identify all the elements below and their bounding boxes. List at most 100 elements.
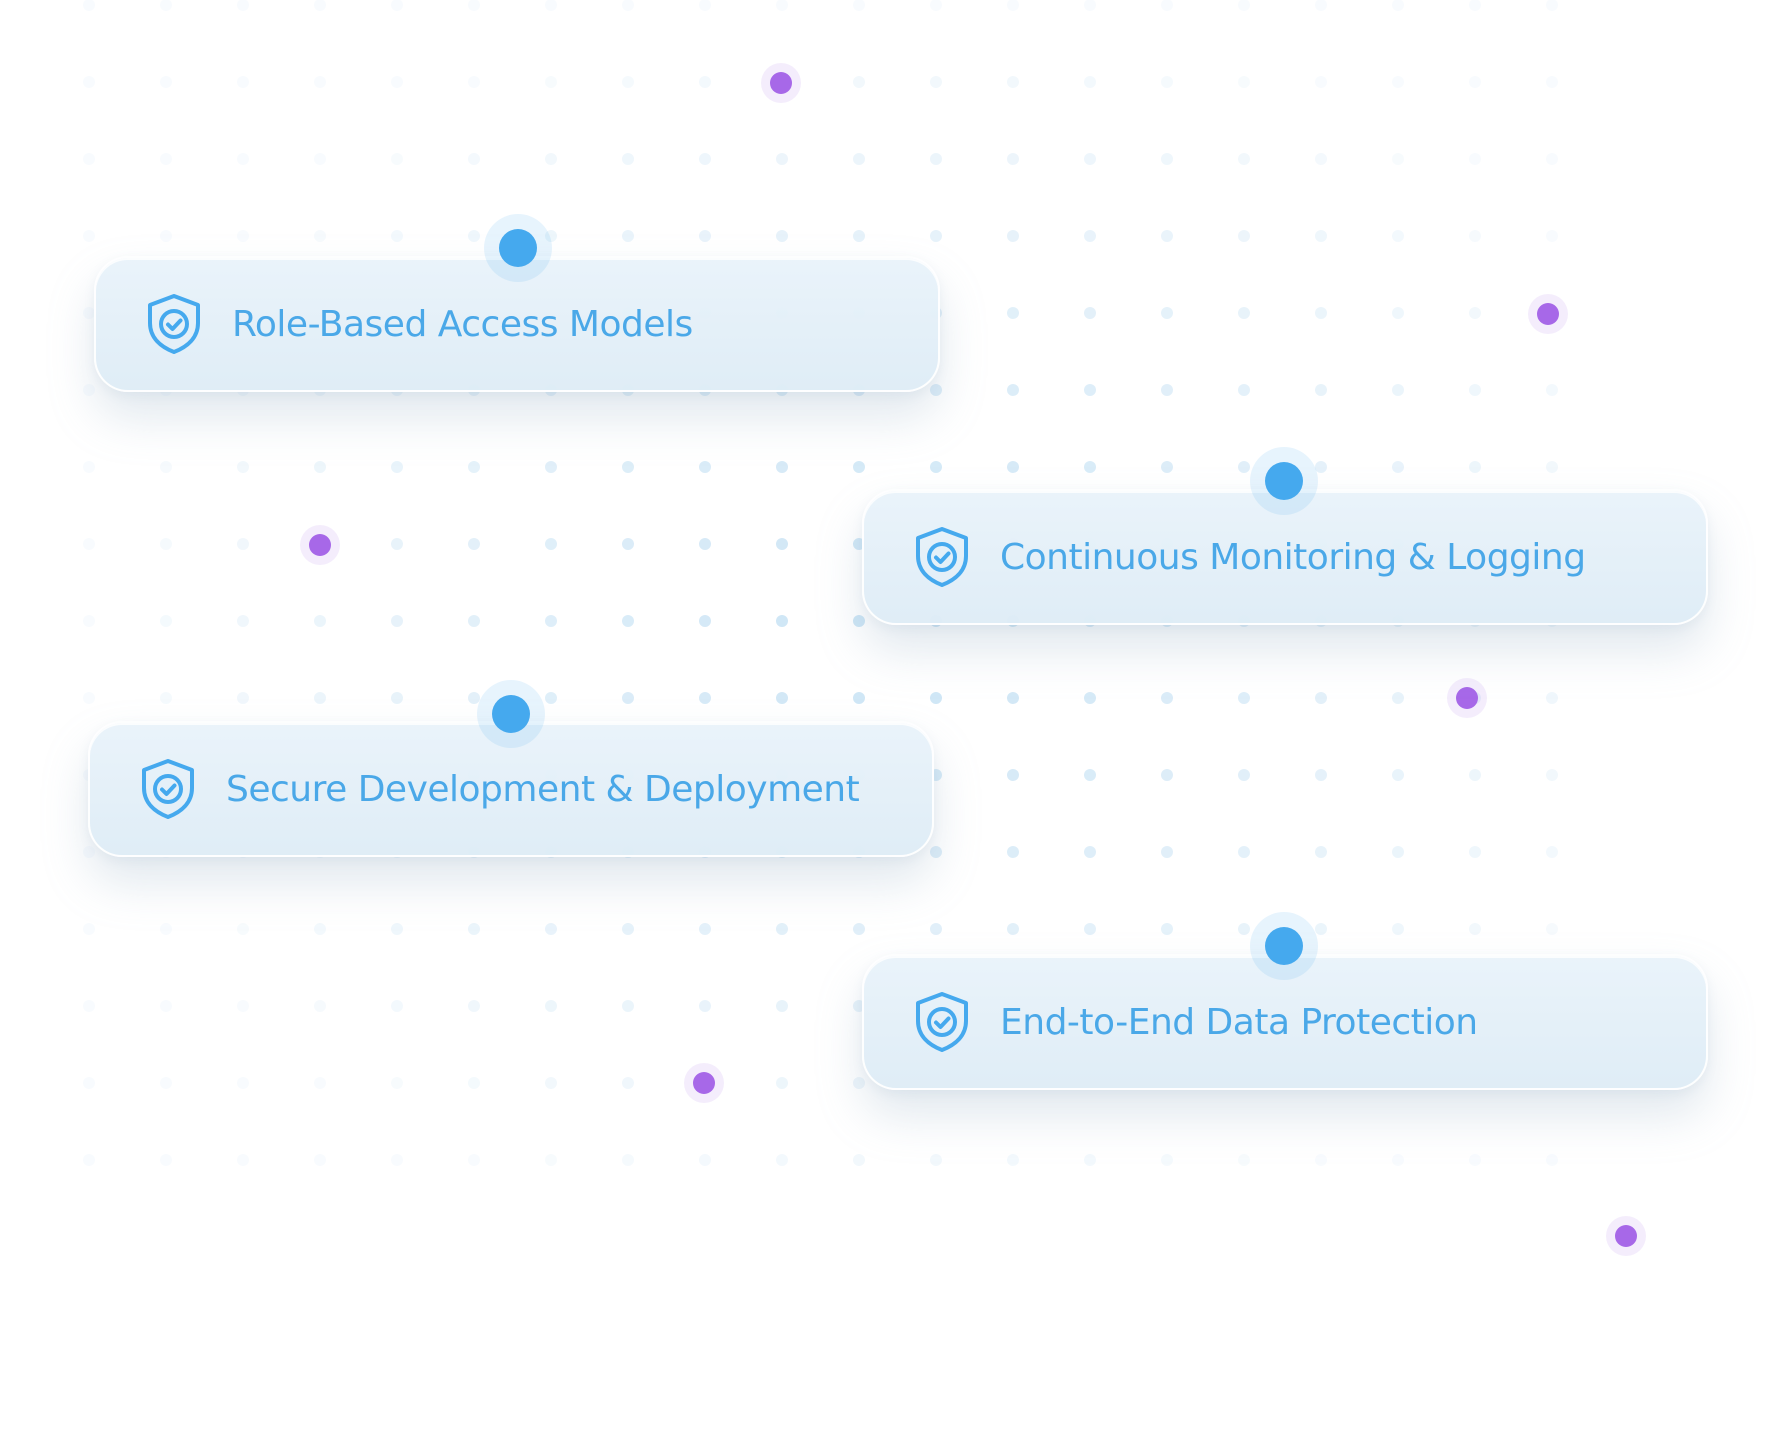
grid-dot [622, 615, 634, 627]
grid-dot [1392, 846, 1404, 858]
grid-dot [1469, 230, 1481, 242]
grid-dot [622, 153, 634, 165]
grid-dot [622, 538, 634, 550]
grid-dot [83, 1154, 95, 1166]
grid-dot [237, 0, 249, 11]
grid-dot [1392, 1154, 1404, 1166]
grid-dot [1007, 846, 1019, 858]
grid-dot [237, 1077, 249, 1089]
grid-dot [1392, 0, 1404, 11]
grid-dot [237, 76, 249, 88]
grid-dot [1315, 923, 1327, 935]
grid-dot [1469, 384, 1481, 396]
grid-dot [468, 461, 480, 473]
grid-dot [1007, 76, 1019, 88]
grid-dot [1469, 76, 1481, 88]
grid-dot [1392, 923, 1404, 935]
grid-dot [776, 923, 788, 935]
feature-card-label: Role-Based Access Models [232, 303, 693, 345]
accent-dot [1615, 1225, 1637, 1247]
grid-dot [1161, 846, 1173, 858]
grid-dot [314, 230, 326, 242]
grid-dot [776, 1154, 788, 1166]
grid-dot [776, 0, 788, 11]
grid-dot [1392, 461, 1404, 473]
grid-dot [160, 461, 172, 473]
grid-dot [314, 0, 326, 11]
feature-card-monitoring-logging[interactable]: Continuous Monitoring & Logging [862, 489, 1708, 625]
grid-dot [160, 153, 172, 165]
grid-dot [853, 461, 865, 473]
grid-dot [1315, 692, 1327, 704]
grid-dot [1161, 769, 1173, 781]
grid-dot [160, 1000, 172, 1012]
grid-dot [1161, 923, 1173, 935]
grid-dot [776, 1077, 788, 1089]
grid-dot [237, 1000, 249, 1012]
grid-dot [1469, 461, 1481, 473]
grid-dot [545, 615, 557, 627]
grid-dot [468, 0, 480, 11]
grid-dot [1469, 769, 1481, 781]
grid-dot [853, 923, 865, 935]
card-connector-dot [1265, 462, 1303, 500]
grid-dot [468, 692, 480, 704]
grid-dot [622, 1154, 634, 1166]
grid-dot [853, 230, 865, 242]
grid-dot [1546, 76, 1558, 88]
grid-dot [1161, 384, 1173, 396]
grid-dot [1546, 0, 1558, 11]
grid-dot [1546, 923, 1558, 935]
grid-dot [545, 692, 557, 704]
grid-dot [545, 153, 557, 165]
grid-dot [1392, 230, 1404, 242]
grid-dot [930, 461, 942, 473]
grid-dot [1469, 153, 1481, 165]
grid-dot [468, 1154, 480, 1166]
grid-dot [1315, 76, 1327, 88]
grid-dot [1315, 153, 1327, 165]
grid-dot [83, 76, 95, 88]
feature-card-data-protection[interactable]: End-to-End Data Protection [862, 954, 1708, 1090]
grid-dot [1392, 384, 1404, 396]
grid-dot [314, 76, 326, 88]
grid-dot [160, 230, 172, 242]
grid-dot [468, 1077, 480, 1089]
feature-card-secure-development[interactable]: Secure Development & Deployment [88, 721, 934, 857]
grid-dot [776, 615, 788, 627]
grid-dot [1238, 923, 1250, 935]
grid-dot [1161, 76, 1173, 88]
accent-dot [693, 1072, 715, 1094]
grid-dot [1546, 384, 1558, 396]
grid-dot [1469, 1154, 1481, 1166]
grid-dot [83, 615, 95, 627]
grid-dot [1161, 1154, 1173, 1166]
grid-dot [545, 1077, 557, 1089]
grid-dot [545, 461, 557, 473]
grid-dot [391, 1154, 403, 1166]
grid-dot [1161, 692, 1173, 704]
grid-dot [391, 230, 403, 242]
grid-dot [160, 615, 172, 627]
grid-dot [1084, 384, 1096, 396]
feature-card-role-based-access[interactable]: Role-Based Access Models [94, 256, 940, 392]
grid-dot [314, 615, 326, 627]
grid-dot [622, 0, 634, 11]
grid-dot [83, 461, 95, 473]
grid-dot [237, 692, 249, 704]
feature-card-label: Continuous Monitoring & Logging [1000, 536, 1586, 578]
card-connector-dot [1265, 927, 1303, 965]
card-connector-dot [492, 695, 530, 733]
grid-dot [699, 76, 711, 88]
grid-dot [1315, 846, 1327, 858]
grid-dot [1084, 307, 1096, 319]
grid-dot [853, 153, 865, 165]
grid-dot [314, 923, 326, 935]
grid-dot [1315, 230, 1327, 242]
grid-dot [1238, 230, 1250, 242]
grid-dot [468, 538, 480, 550]
grid-dot [1546, 769, 1558, 781]
grid-dot [1238, 0, 1250, 11]
grid-dot [468, 923, 480, 935]
grid-dot [545, 230, 557, 242]
